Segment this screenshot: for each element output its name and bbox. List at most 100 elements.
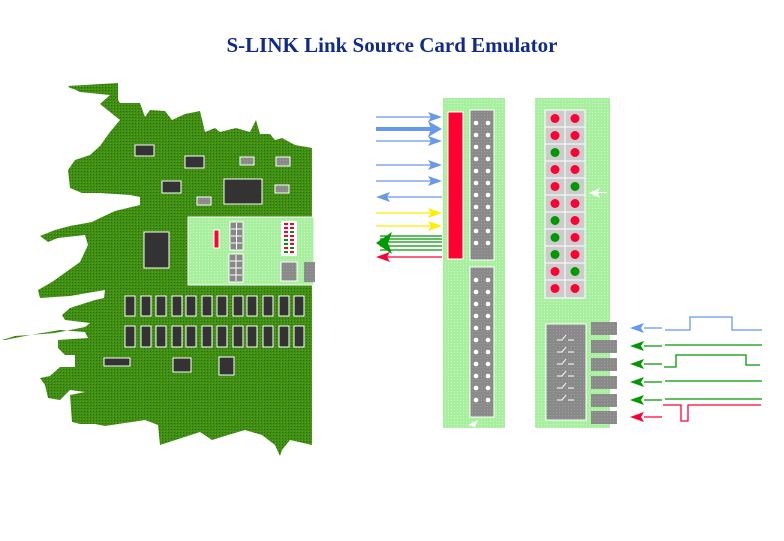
pin	[473, 289, 479, 295]
pin	[485, 168, 491, 174]
connector-board-1	[443, 98, 505, 428]
waveform-green	[664, 354, 760, 368]
led-red	[570, 250, 580, 259]
arrow-left-icon	[376, 192, 390, 202]
signal-waveforms	[630, 316, 762, 422]
pin	[485, 216, 491, 222]
arrow-right-icon	[428, 121, 442, 137]
led-red	[570, 216, 580, 225]
mini-red-connector	[213, 229, 220, 249]
arrow-left-icon	[376, 232, 392, 254]
chip	[172, 357, 192, 373]
small-chip	[196, 196, 212, 206]
pointer-arrow-icon	[468, 420, 478, 427]
arrow-right-icon	[428, 136, 442, 146]
memory-chip	[278, 295, 290, 317]
led-red	[550, 131, 560, 140]
memory-chip	[155, 325, 167, 348]
pin	[473, 240, 479, 246]
chip	[134, 144, 155, 157]
small-chip	[274, 184, 290, 194]
large-chip	[223, 178, 263, 205]
pin	[485, 180, 491, 186]
led-red	[570, 148, 580, 157]
arrow-right-icon	[428, 160, 442, 170]
pin	[485, 337, 491, 343]
memory-chip	[140, 325, 152, 348]
led-green	[550, 148, 560, 157]
mini-led	[284, 243, 288, 245]
mini-connector-bottom	[228, 253, 244, 283]
led-red	[570, 131, 580, 140]
pin	[485, 120, 491, 126]
mini-led-matrix	[281, 221, 297, 256]
pin	[473, 361, 479, 367]
pin	[485, 228, 491, 234]
pin	[485, 313, 491, 319]
mini-led	[290, 251, 294, 253]
pin	[473, 349, 479, 355]
pin	[473, 120, 479, 126]
arrow-left-icon	[630, 412, 644, 422]
mini-led	[290, 227, 294, 229]
large-chip	[143, 231, 170, 269]
output-connector	[591, 358, 617, 371]
memory-chip	[140, 295, 152, 317]
switch-icon	[557, 394, 574, 401]
chip	[218, 356, 235, 376]
pin	[485, 144, 491, 150]
arrow-left-icon	[630, 395, 644, 405]
pin	[473, 397, 479, 403]
switch-icon	[557, 346, 574, 353]
input-output-arrows	[376, 112, 442, 262]
led-red	[550, 165, 560, 174]
memory-chip	[246, 325, 258, 348]
mini-led	[290, 239, 294, 241]
pin	[485, 397, 491, 403]
pin	[473, 385, 479, 391]
mini-led	[284, 223, 288, 225]
memory-chip	[293, 325, 305, 348]
led-red	[570, 199, 580, 208]
pin	[485, 361, 491, 367]
pin	[485, 277, 491, 283]
pin	[473, 180, 479, 186]
mini-led	[284, 247, 288, 249]
pin	[485, 325, 491, 331]
pin	[485, 385, 491, 391]
led-red	[570, 233, 580, 242]
waveform-blue	[665, 316, 762, 331]
memory-chip	[155, 295, 167, 317]
small-chip	[239, 156, 255, 166]
led-red	[550, 114, 560, 123]
dip-switches	[557, 334, 574, 401]
pin	[473, 337, 479, 343]
pin	[473, 277, 479, 283]
connector-board-2	[535, 98, 617, 428]
arrow-right-icon	[428, 176, 442, 186]
mini-led	[290, 231, 294, 233]
led-red	[550, 284, 560, 293]
output-connector	[591, 322, 617, 335]
mini-led	[290, 235, 294, 237]
mini-connector-grey	[280, 261, 298, 282]
pin	[473, 301, 479, 307]
pin	[485, 156, 491, 162]
pin	[485, 289, 491, 295]
pin	[485, 132, 491, 138]
pin	[473, 325, 479, 331]
led-red	[550, 182, 560, 191]
led-red	[570, 284, 580, 293]
led-red	[570, 114, 580, 123]
pcb-finger-top	[68, 84, 118, 104]
pin	[473, 313, 479, 319]
pin	[473, 204, 479, 210]
memory-chip	[216, 325, 228, 348]
memory-chip	[171, 325, 183, 348]
output-connector	[591, 340, 617, 353]
pin	[485, 301, 491, 307]
output-connectors	[591, 322, 617, 424]
pin	[473, 216, 479, 222]
memory-chip	[232, 325, 244, 348]
pin	[473, 144, 479, 150]
